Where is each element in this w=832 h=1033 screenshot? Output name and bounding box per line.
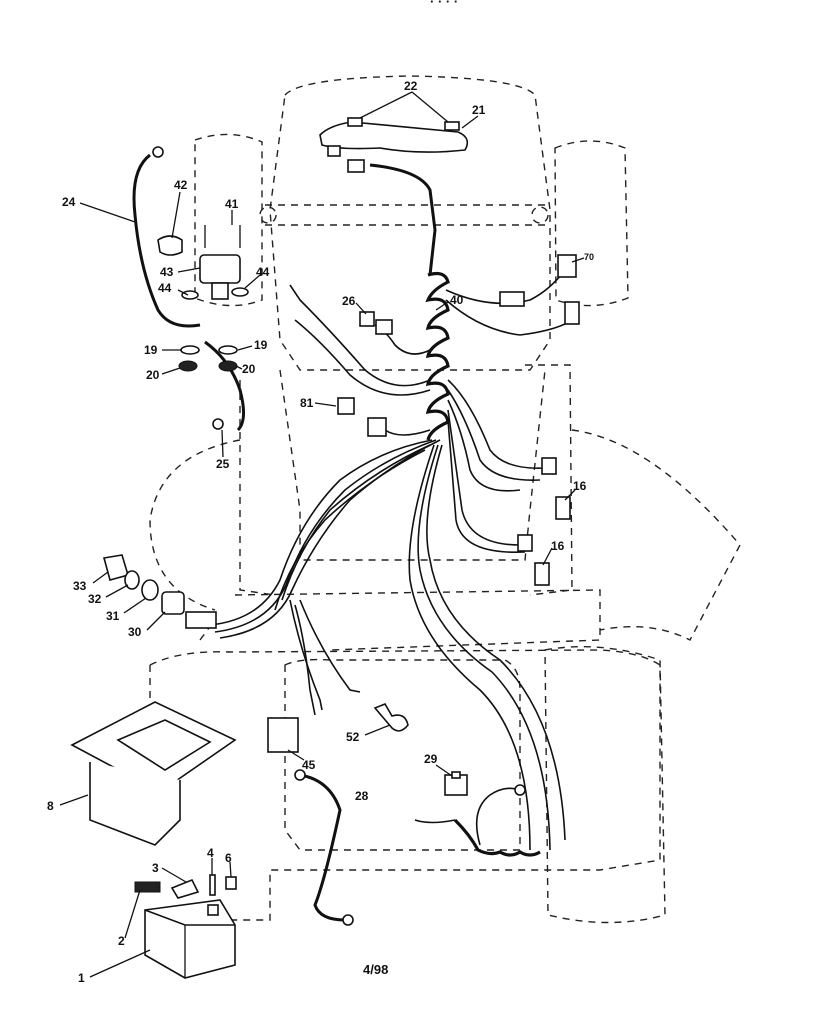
callout-20-left: 20 — [146, 368, 160, 382]
callout-32: 32 — [88, 592, 102, 606]
callout-44-right: 44 — [256, 265, 270, 279]
callout-22: 22 — [404, 79, 418, 93]
callout-45: 45 — [302, 758, 316, 772]
callout-20-right: 20 — [242, 362, 256, 376]
callout-1: 1 — [78, 971, 85, 985]
leader-lines — [59, 91, 585, 978]
callout-8: 8 — [47, 799, 54, 813]
callout-31: 31 — [106, 609, 120, 623]
callout-16-upper: 16 — [573, 479, 587, 493]
callout-16-lower: 16 — [551, 539, 565, 553]
callout-26: 26 — [342, 294, 356, 308]
callout-2: 2 — [118, 934, 125, 948]
callout-21: 21 — [472, 103, 486, 117]
callout-25: 25 — [216, 457, 230, 471]
callout-42: 42 — [174, 178, 188, 192]
callout-19-left: 19 — [144, 343, 158, 357]
callout-44-left: 44 — [158, 281, 172, 295]
harness-wires — [132, 153, 576, 922]
header-partial-text: · · · · — [430, 0, 458, 9]
callout-3: 3 — [152, 861, 159, 875]
callout-41: 41 — [225, 197, 239, 211]
callout-30: 30 — [128, 625, 142, 639]
callout-4: 4 — [207, 846, 214, 860]
harness-coil — [369, 163, 450, 441]
callout-28: 28 — [355, 789, 369, 803]
callout-70: 70 — [584, 252, 594, 262]
callout-6: 6 — [225, 851, 232, 865]
callout-40: 40 — [450, 293, 464, 307]
callout-labels: 22 21 24 42 41 43 44 44 26 40 70 19 19 2… — [47, 79, 594, 985]
components — [70, 117, 580, 979]
callout-43: 43 — [160, 265, 174, 279]
callout-19-right: 19 — [254, 338, 268, 352]
callout-33: 33 — [73, 579, 87, 593]
callout-81: 81 — [300, 396, 314, 410]
callout-29: 29 — [424, 752, 438, 766]
callout-52: 52 — [346, 730, 360, 744]
callout-24: 24 — [62, 195, 76, 209]
date-code: 4/98 — [363, 962, 388, 977]
